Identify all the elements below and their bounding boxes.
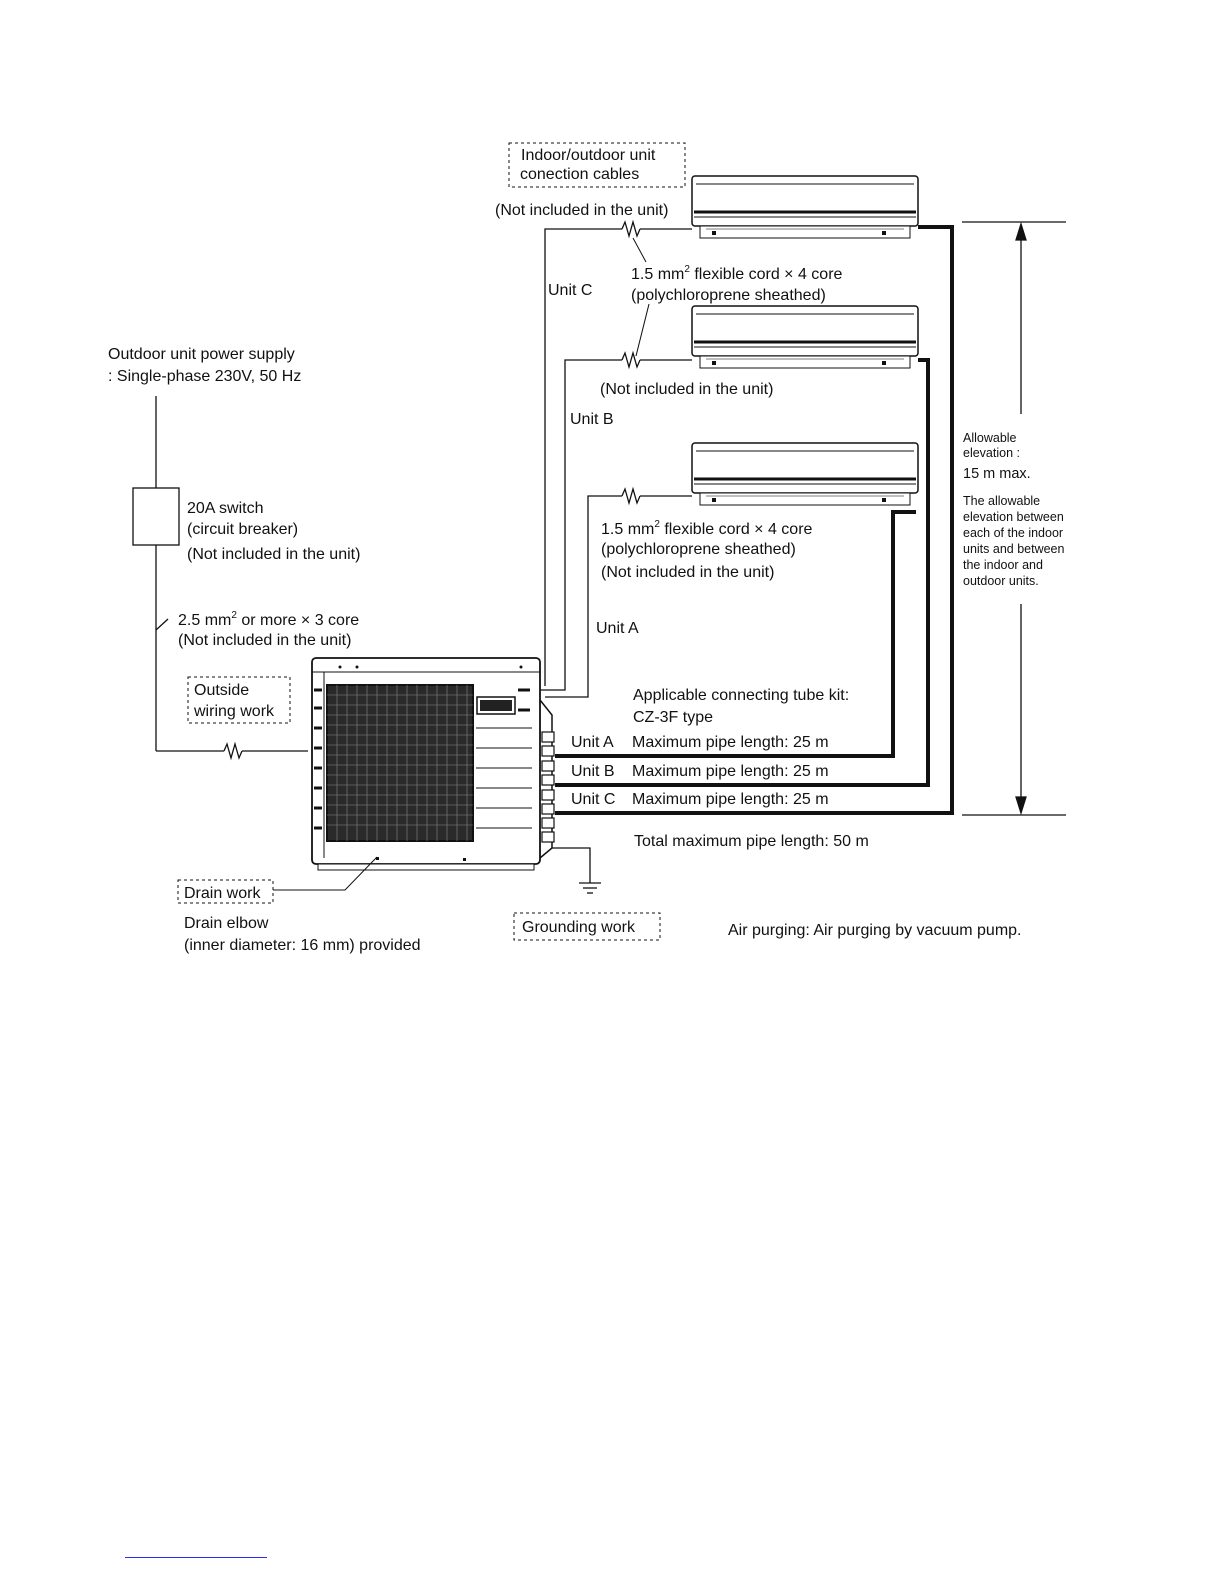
elevation-note-line1: The allowable <box>963 494 1040 508</box>
power-supply-spec: : Single-phase 230V, 50 Hz <box>108 368 301 385</box>
drain-elbow-title: Drain elbow <box>184 915 269 932</box>
elevation-note-line2: elevation between <box>963 510 1064 524</box>
unit-c-label: Unit C <box>548 282 592 299</box>
elevation-title-line2: elevation : <box>963 446 1020 460</box>
cord-leader-b <box>635 303 650 357</box>
drain-work-box <box>177 879 274 904</box>
footer-divider <box>125 1557 267 1558</box>
max-pipe-a: Maximum pipe length: 25 m <box>632 734 829 751</box>
connection-cable-b <box>540 350 692 691</box>
pipe-unit-c <box>555 225 954 815</box>
connection-cable-c <box>544 219 692 686</box>
elevation-title-line1: Allowable <box>963 431 1017 445</box>
ground-symbol <box>552 847 601 894</box>
power-supply-line <box>132 396 308 761</box>
pipe-unit-a-label: Unit A <box>571 734 614 751</box>
drain-elbow-spec: (inner diameter: 16 mm) provided <box>184 937 421 954</box>
switch-type: (circuit breaker) <box>187 521 298 538</box>
elevation-note-line6: outdoor units. <box>963 574 1039 588</box>
switch-label: 20A switch <box>187 500 263 517</box>
air-purging-note: Air purging: Air purging by vacuum pump. <box>728 922 1021 939</box>
not-included-note-a: (Not included in the unit) <box>601 564 774 581</box>
outside-wiring-line1: Outside <box>194 682 249 699</box>
cord-spec-c-line1: 1.5 mm2 flexible cord × 4 core <box>631 264 843 283</box>
cord-spec-a-line1: 1.5 mm2 flexible cord × 4 core <box>601 519 813 538</box>
connection-cable-a <box>545 486 692 698</box>
drain-leader <box>273 856 378 891</box>
circuit-breaker <box>132 487 180 546</box>
not-included-note-b: (Not included in the unit) <box>600 381 773 398</box>
elevation-note-line5: the indoor and <box>963 558 1043 572</box>
pipe-unit-a <box>555 510 916 758</box>
cord-leader-c <box>632 237 647 263</box>
power-supply-title: Outdoor unit power supply <box>108 346 295 363</box>
pipe-unit-b <box>555 358 930 787</box>
elevation-dimension <box>962 221 1066 816</box>
cord-spec-c-line2: (polychloroprene sheathed) <box>631 287 826 304</box>
not-included-note-switch: (Not included in the unit) <box>187 546 360 563</box>
indoor-unit-a <box>690 441 920 507</box>
elevation-max: 15 m max. <box>963 466 1031 482</box>
indoor-unit-b <box>690 304 920 370</box>
power-cable-spec: 2.5 mm2 or more × 3 core <box>178 610 359 629</box>
elevation-note-line3: each of the indoor <box>963 526 1063 540</box>
pipe-unit-c-label: Unit C <box>571 791 615 808</box>
connection-cables-box <box>508 142 686 188</box>
connection-cables-title-line2: conection cables <box>520 166 639 183</box>
total-pipe-length: Total maximum pipe length: 50 m <box>634 833 869 850</box>
outside-wiring-box <box>187 676 291 724</box>
pipe-unit-b-label: Unit B <box>571 763 615 780</box>
drain-work-label: Drain work <box>184 885 261 902</box>
outdoor-unit <box>311 657 555 871</box>
not-included-note-c: (Not included in the unit) <box>495 202 668 219</box>
connection-cables-title-line1: Indoor/outdoor unit <box>521 147 656 164</box>
unit-a-label: Unit A <box>596 620 639 637</box>
max-pipe-b: Maximum pipe length: 25 m <box>632 763 829 780</box>
indoor-unit-c <box>690 174 920 240</box>
outside-wiring-line2: wiring work <box>193 703 275 720</box>
max-pipe-c: Maximum pipe length: 25 m <box>632 791 829 808</box>
cord-spec-a-line2: (polychloroprene sheathed) <box>601 541 796 558</box>
tube-kit-type: CZ-3F type <box>633 709 713 726</box>
tube-kit-title: Applicable connecting tube kit: <box>633 687 849 704</box>
unit-b-label: Unit B <box>570 411 614 428</box>
grounding-work-box <box>513 912 661 941</box>
elevation-note-line4: units and between <box>963 542 1065 556</box>
not-included-note-power: (Not included in the unit) <box>178 632 351 649</box>
grounding-work-label: Grounding work <box>522 919 636 936</box>
